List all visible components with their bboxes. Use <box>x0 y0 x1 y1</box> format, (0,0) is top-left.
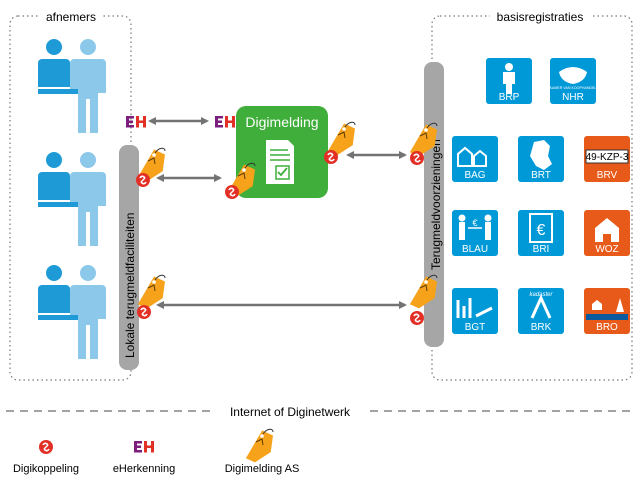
local-facilities-label: Lokale terugmeldfaciliteiten <box>123 213 137 358</box>
buildings-icon <box>457 146 487 167</box>
euro-symbol: € <box>472 218 477 228</box>
digikoppeling-icon <box>136 304 152 320</box>
registry-code-label: NHR <box>562 92 584 103</box>
consumers-group: afnemers <box>9 10 132 381</box>
consumer-person-icon <box>38 265 106 359</box>
netherlands-map-icon <box>530 140 552 170</box>
person-icon <box>503 63 515 94</box>
license-plate-icon <box>585 149 629 164</box>
subsurface-icon <box>586 298 628 320</box>
euro-symbol: € <box>537 222 546 239</box>
registry-tiles: BRP KAMER VAN KOOPHANDEL NHR BAG BRT 49-KZP-3… <box>452 58 630 334</box>
legend-eherkenning-label: eHerkenning <box>113 463 175 475</box>
chamber-of-commerce-icon <box>559 67 587 84</box>
base-registries-label: basisregistraties <box>497 10 584 24</box>
registry-tile-bri[interactable]: € BRI <box>518 210 564 256</box>
central-facilities-label: Terugmeldvoorzieningen <box>429 139 443 270</box>
central-facilities-bar: Terugmeldvoorzieningen <box>424 62 444 347</box>
income-transfer-icon <box>458 214 492 240</box>
consumer-person-icon <box>38 39 106 133</box>
registry-tile-bag[interactable]: BAG <box>452 136 498 182</box>
registry-code-label: BAG <box>464 170 485 181</box>
form-check-icon <box>266 140 294 184</box>
registry-code-label: WOZ <box>595 244 618 255</box>
registry-code-label: BRT <box>531 170 551 181</box>
registry-tile-brp[interactable]: BRP <box>486 58 532 104</box>
digimelding-hub: Digimelding <box>236 106 328 198</box>
eherkenning-icon <box>126 116 146 128</box>
registry-sublabel: KAMER VAN KOOPHANDEL <box>550 86 597 90</box>
registry-code-label: BRI <box>533 244 550 255</box>
registry-code-label: BGT <box>465 322 486 333</box>
network-label: Internet of Diginetwerk <box>230 405 351 419</box>
registry-tile-brt[interactable]: BRT <box>518 136 564 182</box>
house-icon <box>595 218 619 242</box>
digikoppeling-icon <box>409 150 425 166</box>
topography-icon <box>456 298 493 318</box>
registry-code-label: BRO <box>596 322 618 333</box>
cadastre-icon <box>530 294 552 319</box>
digimelding-title: Digimelding <box>245 114 318 130</box>
euro-document-icon <box>529 213 553 243</box>
digikoppeling-icon <box>38 439 54 455</box>
registry-tile-bgt[interactable]: BGT <box>452 288 498 334</box>
local-facilities-bar: Lokale terugmeldfaciliteiten <box>119 145 139 370</box>
network-divider: Internet of Diginetwerk <box>6 403 632 419</box>
legend-digikoppeling-label: Digikoppeling <box>13 463 79 475</box>
registry-code-label: BRK <box>531 322 552 333</box>
registry-sublabel: kadaster <box>529 292 553 298</box>
registry-tile-nhr[interactable]: KAMER VAN KOOPHANDEL NHR <box>550 58 597 104</box>
license-plate-text: 49-KZP-3 <box>586 152 629 163</box>
legend-digimelding-label: Digimelding AS <box>225 463 300 475</box>
legend: Digikoppeling eHerkenning Digimelding AS <box>13 428 300 475</box>
registry-tile-blau[interactable]: € BLAU <box>452 210 498 256</box>
registry-tile-woz[interactable]: WOZ <box>584 210 630 256</box>
digikoppeling-icon <box>224 184 240 200</box>
registry-code-label: BRP <box>499 92 520 103</box>
consumers-label: afnemers <box>46 10 96 24</box>
registry-code-label: BRV <box>597 170 618 181</box>
digikoppeling-icon <box>323 149 339 165</box>
registry-code-label: BLAU <box>462 244 488 255</box>
consumer-person-icon <box>38 152 106 246</box>
digikoppeling-icon <box>135 172 151 188</box>
registry-tile-bro[interactable]: BRO <box>584 288 630 334</box>
digimelding-tag-icon <box>245 428 279 468</box>
eherkenning-icon <box>215 116 235 128</box>
eherkenning-icon <box>134 441 154 453</box>
digikoppeling-icon <box>409 310 425 326</box>
